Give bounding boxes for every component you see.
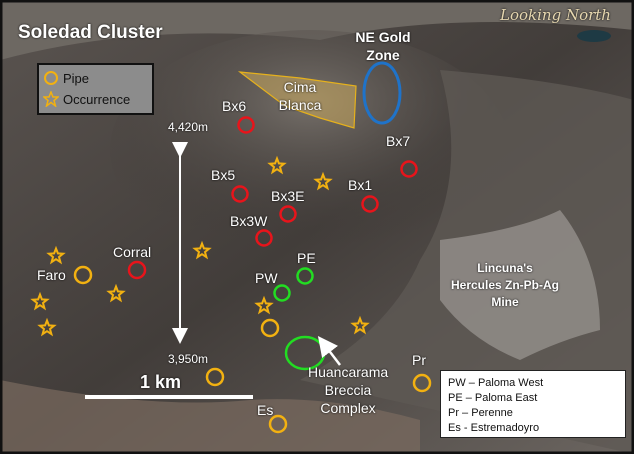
- pipe-pr: [412, 373, 432, 393]
- label-line: Hercules Zn-Pb-Ag: [450, 278, 559, 292]
- occurrence-star-icon: [254, 295, 274, 315]
- pipe-es: [268, 414, 288, 434]
- label-faro: Faro: [37, 267, 66, 283]
- terrain-slope: [110, 30, 510, 270]
- pipe-bx7: [400, 160, 418, 178]
- cima-blanca-zone: [237, 71, 357, 129]
- pipe-corral: [127, 260, 147, 280]
- pipe-3950: [205, 367, 225, 387]
- abbreviation-key: PW – Paloma West PE – Paloma East Pr – P…: [440, 370, 626, 438]
- elevation-top-label: 4,420m: [168, 120, 209, 134]
- pipe-unnamed: [260, 318, 280, 338]
- terrain-ridge: [0, 0, 634, 60]
- lake: [577, 30, 611, 42]
- occurrence-star-icon: [37, 317, 57, 337]
- label-bx3e: Bx3E: [271, 188, 305, 204]
- key-item: PW – Paloma West: [448, 377, 544, 389]
- legend-label: Pipe: [63, 70, 90, 86]
- label-line: Mine: [491, 295, 519, 309]
- mine-label: Lincuna's Hercules Zn-Pb-Ag Mine: [440, 260, 570, 311]
- orientation-label: Looking North: [500, 6, 611, 24]
- pipe-pe: [296, 267, 314, 285]
- occurrence-star-icon: [313, 171, 333, 191]
- pipe-faro: [73, 265, 93, 285]
- label-bx3w: Bx3W: [230, 213, 268, 229]
- label-line: Complex: [320, 400, 376, 416]
- huancarama-pointer-arrow: [317, 336, 341, 366]
- legend-item-occurrence: Occurrence: [43, 91, 130, 107]
- label-bx7: Bx7: [386, 133, 411, 149]
- legend-item-pipe: Pipe: [43, 70, 89, 86]
- label-pr: Pr: [412, 352, 426, 368]
- huancarama-label: Huancarama Breccia Complex: [308, 363, 388, 417]
- label-bx1: Bx1: [348, 177, 373, 193]
- label-corral: Corral: [113, 244, 152, 260]
- label-pe: PE: [297, 250, 316, 266]
- occurrence-star-icon: [350, 315, 370, 335]
- label-line: NE Gold: [355, 29, 411, 45]
- map-title: Soledad Cluster: [18, 22, 163, 43]
- cima-blanca-label: Cima Blanca: [272, 78, 328, 114]
- label-line: Huancarama: [308, 364, 389, 380]
- label-line: Breccia: [324, 382, 372, 398]
- occurrence-star-icon: [267, 155, 287, 175]
- key-item: PE – Paloma East: [448, 392, 538, 404]
- label-line: Lincuna's: [477, 261, 533, 275]
- scale-label: 1 km: [140, 372, 182, 392]
- legend-label: Occurrence: [63, 91, 131, 107]
- occurrence-star-icon: [46, 245, 66, 265]
- mine-site: [440, 210, 600, 360]
- label-pw: PW: [255, 270, 278, 286]
- key-item: Pr – Perenne: [448, 407, 513, 419]
- pipe-bx6: [237, 116, 255, 134]
- pipe-pw: [273, 284, 291, 302]
- label-line: Cima: [283, 79, 317, 95]
- occurrence-star-icon: [43, 91, 59, 107]
- legend: Pipe Occurrence: [37, 63, 154, 115]
- label-line: Blanca: [278, 97, 322, 113]
- label-bx6: Bx6: [222, 98, 247, 114]
- ne-gold-zone-label: NE Gold Zone: [348, 28, 418, 64]
- key-item: Es - Estremadoyro: [448, 422, 540, 434]
- label-es: Es: [257, 402, 274, 418]
- pipe-bx5: [231, 185, 249, 203]
- label-line: Zone: [366, 47, 400, 63]
- occurrence-star-icon: [106, 283, 126, 303]
- pipe-bx1: [361, 195, 379, 213]
- pipe-circle-icon: [44, 71, 58, 85]
- pipe-bx3e: [279, 205, 297, 223]
- label-bx5: Bx5: [211, 167, 236, 183]
- elevation-bottom-label: 3,950m: [168, 352, 209, 366]
- occurrence-star-icon: [192, 240, 212, 260]
- pipe-bx3w: [255, 229, 273, 247]
- scale-bar: [85, 395, 253, 399]
- ne-gold-zone-ellipse: [362, 61, 402, 125]
- occurrence-star-icon: [30, 291, 50, 311]
